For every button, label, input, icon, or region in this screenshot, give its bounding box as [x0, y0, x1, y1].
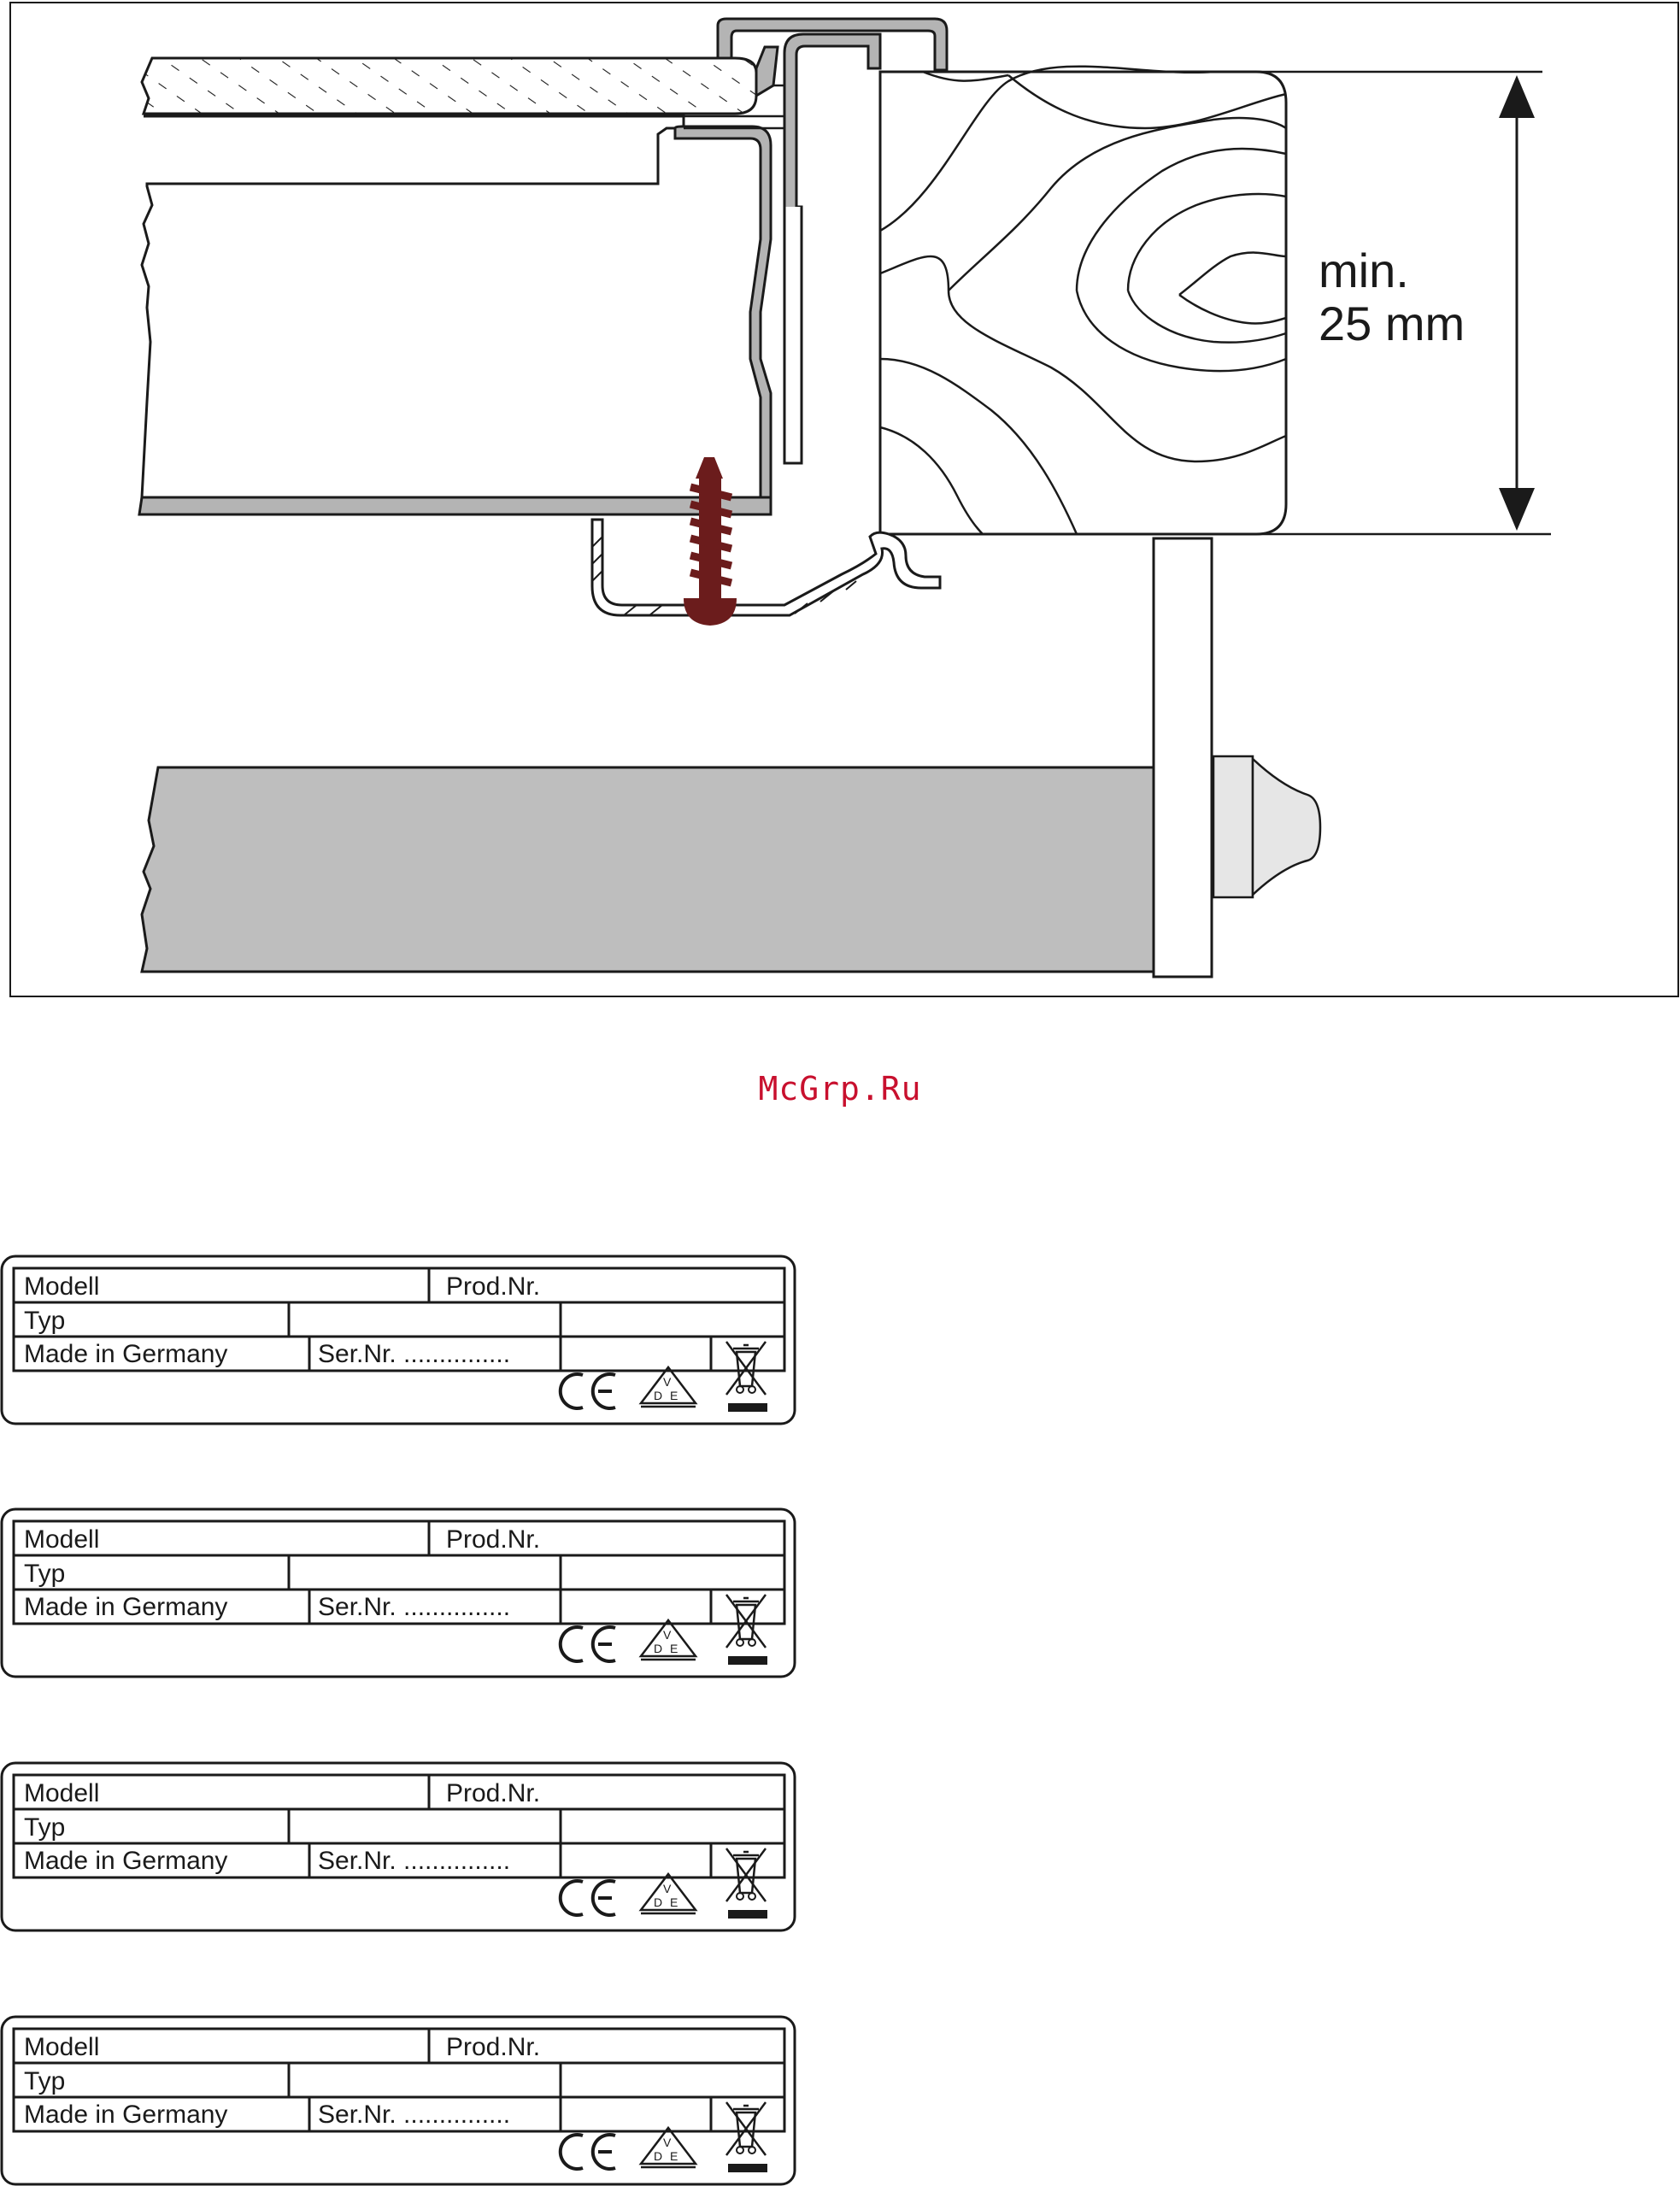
rating-plate: Modell Prod.Nr. Typ Made in Germany Ser.…	[0, 2013, 803, 2186]
dimension-label-value: 25 mm	[1319, 297, 1465, 350]
svg-text:D: D	[654, 1895, 662, 1909]
rating-plate: Modell Prod.Nr. Typ Made in Germany Ser.…	[0, 1253, 803, 1425]
prod-nr-label: Prod.Nr.	[446, 2033, 540, 2061]
clamp-wedge	[756, 47, 778, 96]
svg-text:V: V	[663, 1375, 672, 1389]
typ-label: Typ	[24, 1560, 65, 1588]
dimension-arrow-head-down	[1499, 488, 1535, 531]
ce-mark-icon	[561, 1627, 615, 1661]
inner-sheet-metal	[675, 126, 771, 497]
ce-mark-icon	[561, 1374, 615, 1408]
typ-label: Typ	[24, 1307, 65, 1335]
svg-text:V: V	[663, 1628, 672, 1642]
made-in-label: Made in Germany	[24, 1340, 227, 1368]
vde-mark-icon: V D E	[641, 1367, 696, 1407]
installation-diagram: min. 25 mm	[0, 0, 1680, 1008]
appliance-body	[142, 116, 684, 497]
svg-text:E: E	[670, 1895, 678, 1909]
ce-mark-icon	[561, 1881, 615, 1915]
typ-label: Typ	[24, 1813, 65, 1842]
glass-panel	[142, 58, 756, 114]
rating-plate: Modell Prod.Nr. Typ Made in Germany Ser.…	[0, 1760, 803, 1932]
handle-knob	[1213, 756, 1320, 897]
ser-nr-label: Ser.Nr. ...............	[318, 1847, 510, 1875]
mounting-screw	[684, 457, 737, 626]
svg-text:V: V	[663, 2136, 672, 2149]
modell-label: Modell	[24, 2033, 99, 2061]
weee-bin-icon	[726, 1342, 767, 1412]
modell-label: Modell	[24, 1525, 99, 1554]
vde-mark-icon: V D E	[641, 2128, 696, 2167]
modell-label: Modell	[24, 1779, 99, 1807]
dimension-arrow-head-up	[1499, 75, 1535, 118]
prod-nr-label: Prod.Nr.	[446, 1525, 540, 1554]
typ-label: Typ	[24, 2067, 65, 2095]
svg-text:E: E	[670, 1642, 678, 1655]
spring-bracket-lower	[784, 207, 802, 463]
made-in-label: Made in Germany	[24, 1593, 227, 1621]
prod-nr-label: Prod.Nr.	[446, 1272, 540, 1301]
ser-nr-label: Ser.Nr. ...............	[318, 1593, 510, 1621]
lower-clip-bracket	[592, 520, 940, 615]
svg-text:D: D	[654, 2149, 662, 2163]
svg-text:E: E	[670, 1389, 678, 1402]
front-panel	[1154, 538, 1212, 977]
ce-mark-icon	[561, 2135, 615, 2169]
svg-text:D: D	[654, 1389, 662, 1402]
vde-mark-icon: V D E	[641, 1874, 696, 1913]
weee-bin-icon	[726, 1595, 767, 1665]
made-in-label: Made in Germany	[24, 2101, 227, 2129]
svg-text:V: V	[663, 1882, 672, 1895]
appliance-bottom-strip	[139, 497, 771, 514]
ser-nr-label: Ser.Nr. ...............	[318, 2101, 510, 2129]
weee-bin-icon	[726, 2102, 767, 2172]
watermark-text: McGrp.Ru	[0, 1070, 1680, 1108]
made-in-label: Made in Germany	[24, 1847, 227, 1875]
wooden-worktop	[880, 67, 1286, 534]
dimension-label-min: min.	[1319, 244, 1409, 297]
svg-text:E: E	[670, 2149, 678, 2163]
vde-mark-icon: V D E	[641, 1620, 696, 1660]
weee-bin-icon	[726, 1848, 767, 1919]
svg-text:D: D	[654, 1642, 662, 1655]
modell-label: Modell	[24, 1272, 99, 1301]
rating-plate: Modell Prod.Nr. Typ Made in Germany Ser.…	[0, 1506, 803, 1678]
prod-nr-label: Prod.Nr.	[446, 1779, 540, 1807]
door-panel	[142, 767, 1154, 972]
ser-nr-label: Ser.Nr. ...............	[318, 1340, 510, 1368]
